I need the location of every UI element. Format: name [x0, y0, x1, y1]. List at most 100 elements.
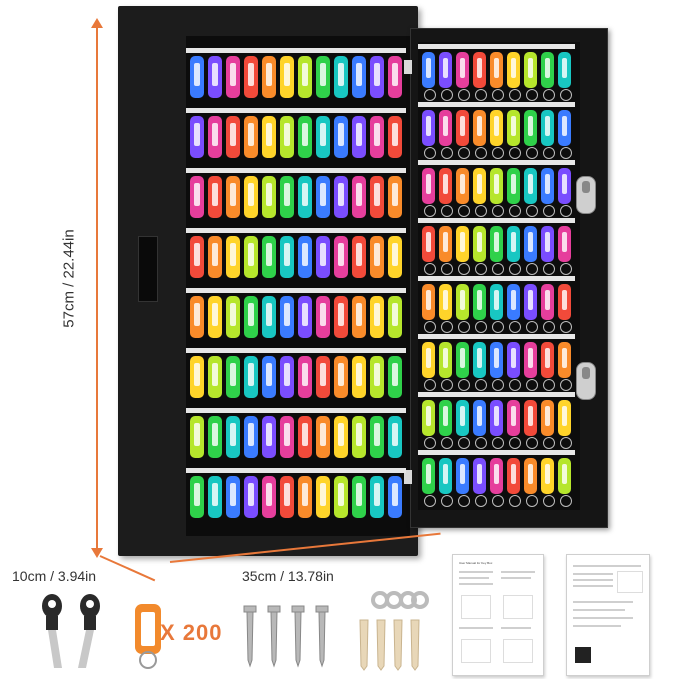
key-ring	[475, 321, 487, 333]
key-tag	[473, 284, 486, 320]
key-tag	[558, 168, 571, 204]
label-strip	[186, 348, 406, 353]
key-tag	[208, 476, 222, 518]
key-tag	[262, 56, 276, 98]
key-tag	[558, 284, 571, 320]
key-tag	[456, 458, 469, 494]
key-tag	[524, 110, 537, 146]
key-tag	[262, 236, 276, 278]
key-tag	[208, 176, 222, 218]
key-tag	[226, 356, 240, 398]
key-tag	[507, 400, 520, 436]
key-ring	[526, 379, 538, 391]
key-tag	[316, 296, 330, 338]
label-strip	[418, 334, 575, 339]
key-ring	[509, 205, 521, 217]
door-lock-bottom	[576, 362, 596, 400]
label-strip	[418, 160, 575, 165]
key-ring	[526, 205, 538, 217]
key-tag	[422, 284, 435, 320]
key-tag	[298, 236, 312, 278]
key-tag	[226, 416, 240, 458]
key-tag	[370, 296, 384, 338]
key-ring	[543, 379, 555, 391]
key-tag	[541, 226, 554, 262]
key-ring	[441, 437, 453, 449]
key-tag	[558, 400, 571, 436]
label-strip	[418, 392, 575, 397]
key-tag	[388, 296, 402, 338]
key-ring	[492, 437, 504, 449]
key-ring	[441, 89, 453, 101]
key-ring	[560, 205, 572, 217]
key-tag	[439, 400, 452, 436]
key-tag	[334, 416, 348, 458]
key-ring	[526, 263, 538, 275]
key-ring	[458, 147, 470, 159]
label-strip	[418, 218, 575, 223]
key-tag	[439, 458, 452, 494]
key-ring	[543, 89, 555, 101]
key-ring	[475, 437, 487, 449]
key-tag	[316, 356, 330, 398]
label-strip	[186, 108, 406, 113]
key-tag	[190, 116, 204, 158]
key-tag	[473, 168, 486, 204]
key-ring	[543, 147, 555, 159]
washers-icon	[371, 591, 429, 609]
key-tag	[262, 356, 276, 398]
key-ring	[509, 147, 521, 159]
key-tag	[334, 236, 348, 278]
key-tag	[244, 476, 258, 518]
key-tag	[190, 356, 204, 398]
key-tag	[507, 110, 520, 146]
key-ring	[458, 263, 470, 275]
qr-code-icon	[575, 647, 591, 663]
key-tag	[490, 458, 503, 494]
key-ring	[424, 89, 436, 101]
key-ring	[560, 495, 572, 507]
key-tag	[370, 236, 384, 278]
key-ring	[424, 321, 436, 333]
key-tag	[541, 284, 554, 320]
key-ring	[458, 89, 470, 101]
key-ring	[526, 321, 538, 333]
key-tag	[280, 416, 294, 458]
key-tag	[244, 296, 258, 338]
key-tag	[334, 176, 348, 218]
key-ring	[458, 495, 470, 507]
key-tag	[524, 226, 537, 262]
key-tag	[280, 296, 294, 338]
key-tag	[558, 110, 571, 146]
key-tag	[507, 342, 520, 378]
key-ring	[458, 379, 470, 391]
key-ring	[492, 205, 504, 217]
key-ring	[492, 495, 504, 507]
key-tag	[388, 416, 402, 458]
key-ring	[560, 147, 572, 159]
key-tag	[262, 416, 276, 458]
key-tag	[388, 56, 402, 98]
hinge-bottom	[404, 470, 412, 484]
key-tag	[456, 342, 469, 378]
key-tag	[370, 476, 384, 518]
key-tag	[456, 226, 469, 262]
key-tag	[558, 226, 571, 262]
key-tag	[473, 226, 486, 262]
key-tag	[244, 116, 258, 158]
key-tag	[558, 342, 571, 378]
key-tag	[439, 342, 452, 378]
wall-anchors-icon	[359, 619, 420, 671]
key-tag	[244, 356, 258, 398]
key-tag	[370, 116, 384, 158]
key-ring	[509, 437, 521, 449]
key-ring	[526, 147, 538, 159]
key-tag	[352, 176, 366, 218]
key-ring	[509, 263, 521, 275]
key-tag	[524, 52, 537, 88]
key-tag	[334, 116, 348, 158]
key-tag	[208, 116, 222, 158]
key-tag	[208, 356, 222, 398]
key-tag	[456, 168, 469, 204]
key-tag	[558, 52, 571, 88]
